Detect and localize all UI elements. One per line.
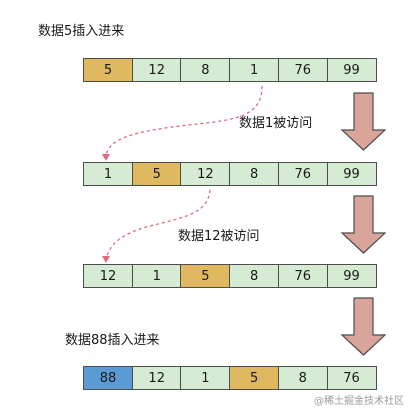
dashed-arrow-2: [105, 189, 211, 259]
down-arrow-1: [340, 92, 387, 151]
array-cell: 76: [326, 366, 377, 390]
array-cell: 99: [326, 58, 377, 82]
array-cell: 12: [180, 162, 231, 186]
array-cell: 1: [83, 162, 133, 186]
dashed-arrow-1: [105, 85, 263, 157]
caption-insert-5: 数据5插入进来: [38, 24, 125, 39]
caption-visit-1: 数据1被访问: [239, 116, 313, 131]
array-cell: 76: [277, 264, 328, 288]
array-cell: 1: [180, 366, 231, 390]
caption-visit-12: 数据12被访问: [178, 229, 260, 244]
caption-insert-88: 数据88插入进来: [65, 333, 160, 348]
array-cell: 12: [83, 264, 133, 288]
dashed-arrowhead-2: [102, 256, 110, 263]
array-cell: 8: [180, 58, 231, 82]
array-cell: 88: [83, 366, 133, 390]
array-cell: 1: [131, 264, 182, 288]
array-cell: 99: [326, 162, 377, 186]
array-cell: 8: [229, 264, 280, 288]
watermark: @稀土掘金技术社区: [314, 396, 404, 407]
array-cell: 99: [326, 264, 377, 288]
down-arrow-2: [340, 195, 387, 254]
array-cell: 8: [277, 366, 328, 390]
array-cell: 76: [277, 162, 328, 186]
dashed-arrowhead-1: [102, 154, 110, 161]
array-cell: 5: [229, 366, 280, 390]
array-cell: 1: [229, 58, 280, 82]
array-cell: 12: [131, 58, 182, 82]
down-arrow-3: [340, 297, 387, 356]
array-cell: 5: [180, 264, 231, 288]
array-cell: 8: [229, 162, 280, 186]
